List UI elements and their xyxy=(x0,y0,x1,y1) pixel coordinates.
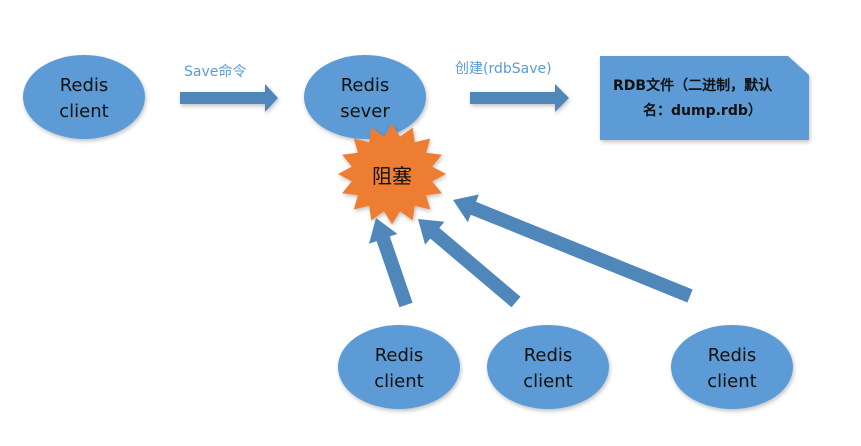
redis-client-1-node: Redis client xyxy=(338,325,460,409)
client-3-label-line1: Redis xyxy=(708,345,757,366)
client-label-line1: Redis xyxy=(60,75,109,96)
save-command-label: Save命令 xyxy=(184,63,246,80)
file-label-line1: RDB文件（二进制，默认 xyxy=(613,77,773,94)
rdb-file-node: RDB文件（二进制，默认 名：dump.rdb） xyxy=(600,56,809,140)
client-2-label-line1: Redis xyxy=(524,345,573,366)
client-1-label-line2: client xyxy=(374,371,423,392)
client-label-line2: client xyxy=(59,101,108,122)
save-command-edge: Save命令 xyxy=(180,63,278,112)
file-shape-icon xyxy=(600,56,809,140)
blocked-node: 阻塞 xyxy=(338,123,446,225)
client-2-label-line2: client xyxy=(523,371,572,392)
blocked-star-icon xyxy=(338,123,446,225)
redis-client-main-node: Redis client xyxy=(23,55,145,139)
blocked-label: 阻塞 xyxy=(372,164,412,188)
client-3-ellipse xyxy=(671,325,793,409)
create-rdb-edge: 创建(rdbSave) xyxy=(455,61,569,112)
client-1-label-line1: Redis xyxy=(375,345,424,366)
redis-server-node: Redis sever xyxy=(304,55,426,139)
blocked-request-arrow-2-icon xyxy=(418,219,521,308)
file-label-line2: 名：dump.rdb） xyxy=(643,102,762,119)
create-arrow-icon xyxy=(470,84,569,112)
client-2-ellipse xyxy=(487,325,609,409)
create-rdb-label: 创建(rdbSave) xyxy=(455,61,552,77)
client-1-ellipse xyxy=(338,325,460,409)
blocked-request-arrow-1-icon xyxy=(369,218,413,308)
redis-client-2-node: Redis client xyxy=(487,325,609,409)
client-3-label-line2: client xyxy=(707,371,756,392)
server-label-line2: sever xyxy=(340,101,390,122)
server-label-line1: Redis xyxy=(341,75,390,96)
redis-client-3-node: Redis client xyxy=(671,325,793,409)
client-ellipse xyxy=(23,55,145,139)
server-ellipse xyxy=(304,55,426,139)
save-arrow-icon xyxy=(180,84,278,112)
blocked-request-arrow-3-icon xyxy=(453,194,693,303)
